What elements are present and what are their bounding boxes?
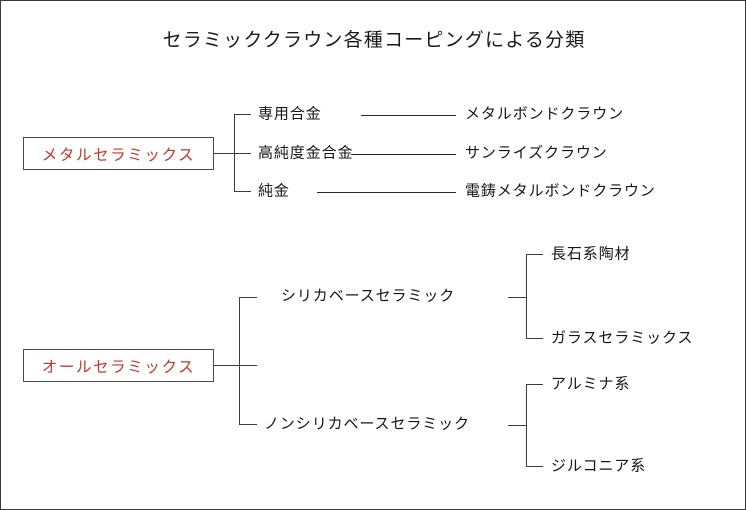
page-title: セラミッククラウン各種コーピングによる分類 [162, 30, 586, 51]
connector-junkin-to-denchu [317, 192, 456, 193]
connector-koujundo-to-sunrise [351, 154, 456, 155]
connector-metal-arm-mid [234, 153, 251, 154]
node-koujundo-kin-goukin[interactable]: 高純度金合金 [258, 145, 354, 162]
connector-allceramics-bracket-spine [239, 297, 240, 424]
root-node-all-ceramics[interactable]: オールセラミックス [23, 349, 214, 382]
connector-non-silica-arm-bottom [526, 466, 543, 467]
node-zirconia-kei[interactable]: ジルコニア系 [551, 458, 647, 475]
connector-metal-root-stub [214, 153, 234, 154]
root-node-all-ceramics-label: オールセラミックス [41, 358, 196, 376]
connector-metal-arm-top [234, 114, 251, 115]
node-denchu-metal-bond-crown[interactable]: 電鋳メタルボンドクラウン [465, 183, 656, 200]
connector-allceramics-arm-top [239, 297, 257, 298]
connector-non-silica-bracket-spine [526, 384, 527, 467]
node-metal-bond-crown[interactable]: メタルボンドクラウン [465, 106, 625, 123]
root-node-metal-ceramics-label: メタルセラミックス [41, 146, 196, 164]
node-non-silica-base-ceramic[interactable]: ノンシリカベースセラミック [264, 416, 470, 433]
node-glass-ceramics[interactable]: ガラスセラミックス [551, 330, 694, 347]
node-choseki-kei-touzai[interactable]: 長石系陶材 [551, 246, 631, 263]
connector-senyou-to-metalbond [361, 115, 456, 116]
connector-allceramics-arm-bottom [239, 424, 257, 425]
connector-non-silica-stub [508, 425, 526, 426]
node-senyou-goukin[interactable]: 専用合金 [258, 106, 322, 123]
root-node-metal-ceramics[interactable]: メタルセラミックス [23, 137, 214, 170]
node-junkin[interactable]: 純金 [258, 183, 290, 200]
connector-silica-arm-top [526, 254, 543, 255]
connector-silica-bracket-spine [526, 254, 527, 339]
connector-metal-arm-bottom [234, 191, 251, 192]
connector-silica-stub [508, 297, 526, 298]
connector-silica-arm-bottom [526, 338, 543, 339]
node-sunrise-crown[interactable]: サンライズクラウン [465, 145, 608, 162]
node-silica-base-ceramic[interactable]: シリカベースセラミック [281, 288, 456, 305]
node-alumina-kei[interactable]: アルミナ系 [551, 376, 631, 393]
connector-allceramics-arm-mid [239, 365, 257, 366]
connector-allceramics-root-stub [214, 365, 239, 366]
connector-non-silica-arm-top [526, 384, 543, 385]
